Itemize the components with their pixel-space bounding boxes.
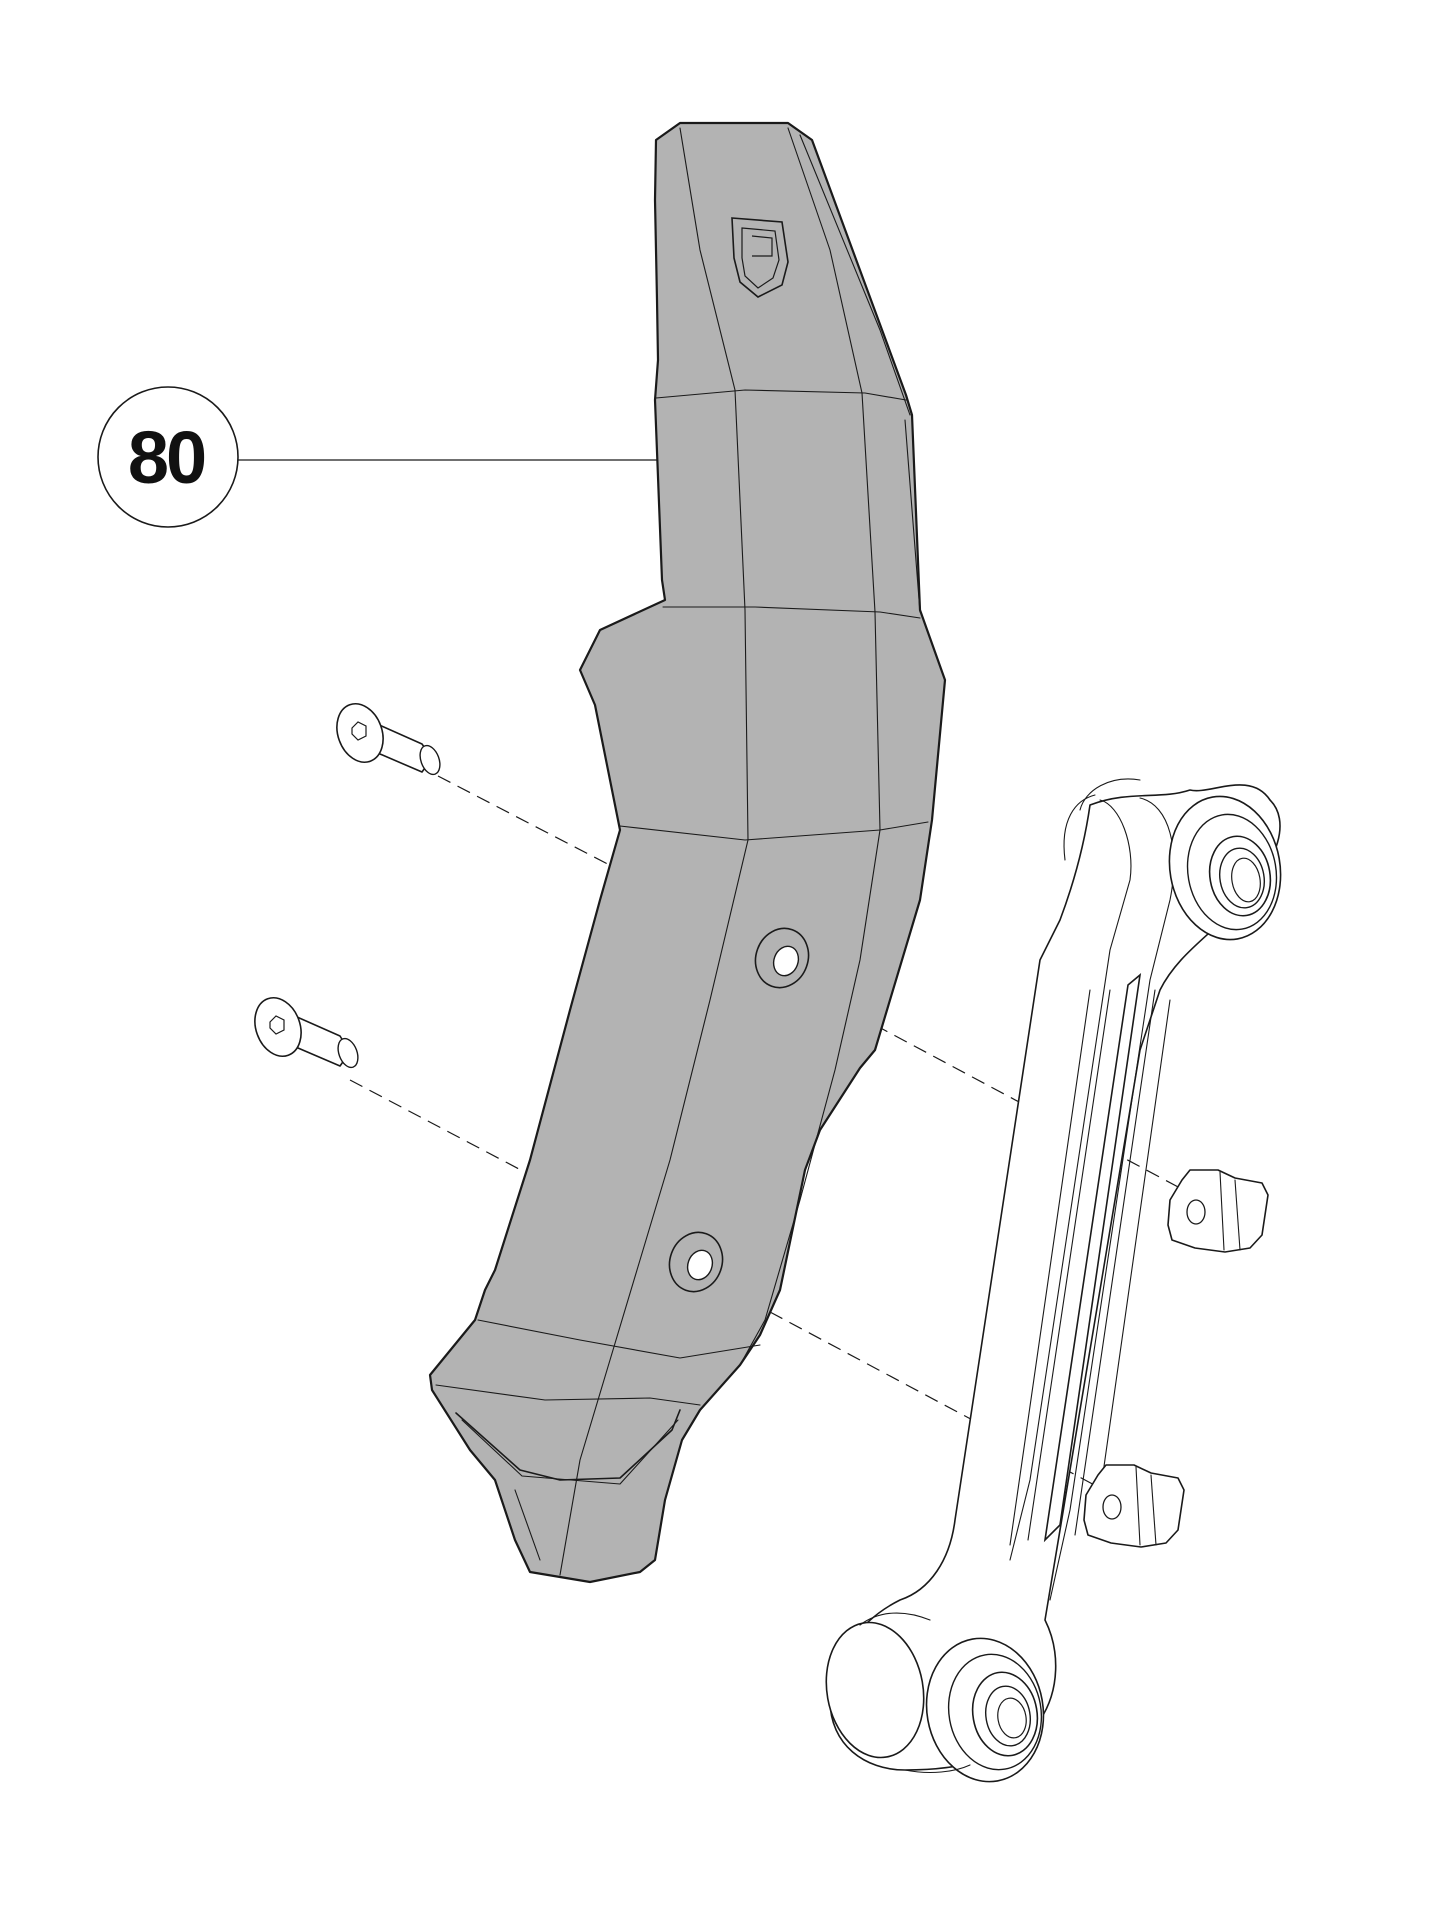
hex-socket-icon [351, 721, 367, 741]
guard-body [428, 121, 947, 1584]
slide-nut-upper [1167, 1169, 1269, 1253]
guard-contour-4 [477, 1319, 761, 1359]
guard-contour-5 [435, 1384, 701, 1406]
callout-number: 80 [128, 416, 205, 499]
guard-nose-slot-inner [461, 1419, 679, 1485]
countersunk-bolt-lower [254, 997, 359, 1069]
chainstay-guard [428, 121, 947, 1584]
hex-socket-icon [269, 1015, 285, 1035]
guard-contour-2 [662, 606, 921, 619]
countersunk-bolt-upper [336, 703, 441, 776]
guard-nose-edge [514, 1489, 541, 1561]
guard-edge-inner [559, 127, 749, 1576]
guard-nose-slot [455, 1409, 681, 1481]
guard-mount-hole-lower [668, 1231, 724, 1293]
guard-edge-outer [799, 134, 911, 416]
guard-edge-mid [739, 127, 881, 1366]
guard-mount-hole-upper [754, 927, 810, 989]
guard-contour-3 [619, 821, 929, 841]
guard-edge-outer-2 [904, 419, 921, 613]
callout-80: 80 [97, 386, 705, 528]
link-arm [825, 778, 1282, 1783]
slide-nut-lower [1083, 1464, 1185, 1548]
guard-logo-emblem [731, 217, 789, 298]
callout-circle [97, 386, 239, 528]
link-arm-top-eye [1063, 778, 1282, 941]
link-arm-bottom-eye [825, 1612, 1045, 1783]
assembly-line-upper-b [874, 1024, 1181, 1189]
guard-contour-1 [655, 389, 907, 401]
